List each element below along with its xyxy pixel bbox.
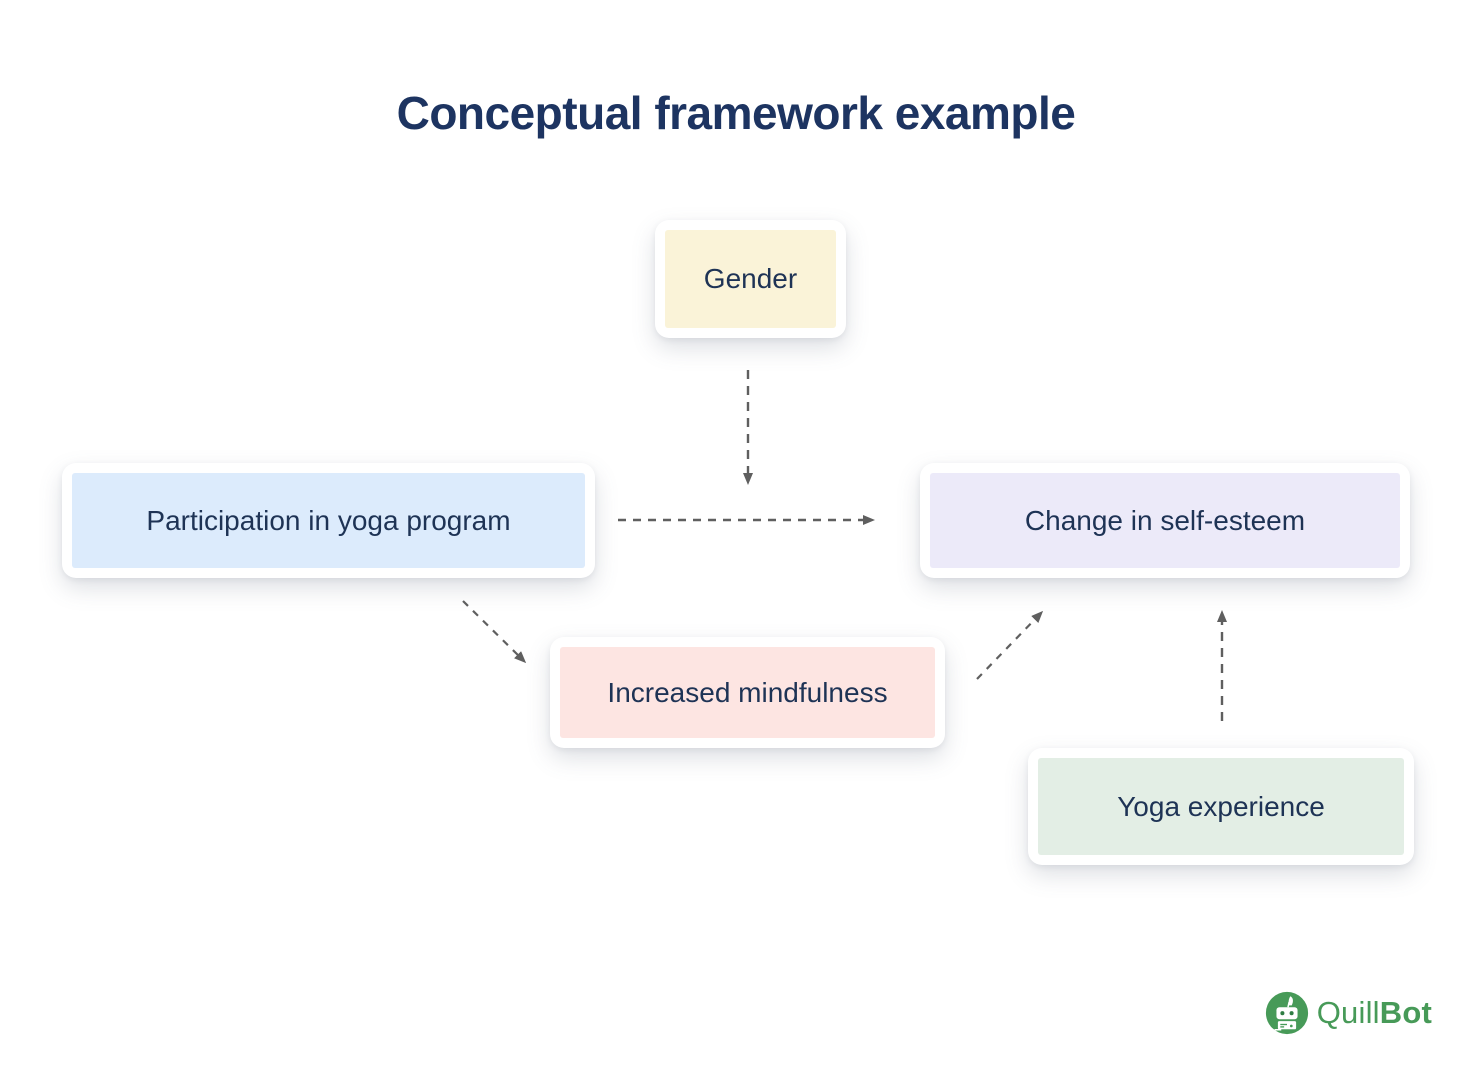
node-mindfulness-label: Increased mindfulness	[560, 647, 935, 738]
quillbot-wordmark: QuillBot	[1317, 995, 1432, 1031]
node-gender: Gender	[655, 220, 846, 338]
node-gender-label: Gender	[665, 230, 836, 328]
node-yoga-experience: Yoga experience	[1028, 748, 1414, 865]
arrow-mindfulness-to-self-esteem	[976, 610, 1044, 680]
wordmark-quill: Quill	[1316, 995, 1380, 1030]
node-increased-mindfulness: Increased mindfulness	[550, 637, 945, 748]
quillbot-robot-icon	[1265, 991, 1308, 1035]
node-change-in-self-esteem: Change in self-esteem	[920, 463, 1410, 578]
node-yoga-label: Yoga experience	[1038, 758, 1404, 855]
node-participation-label: Participation in yoga program	[72, 473, 585, 568]
node-participation-in-yoga-program: Participation in yoga program	[62, 463, 595, 578]
wordmark-bot: Bot	[1379, 995, 1432, 1030]
quillbot-logo: QuillBot	[1264, 990, 1432, 1036]
page-title: Conceptual framework example	[396, 87, 1076, 139]
arrow-participation-to-mindfulness	[462, 600, 527, 664]
node-self-esteem-label: Change in self-esteem	[930, 473, 1400, 568]
